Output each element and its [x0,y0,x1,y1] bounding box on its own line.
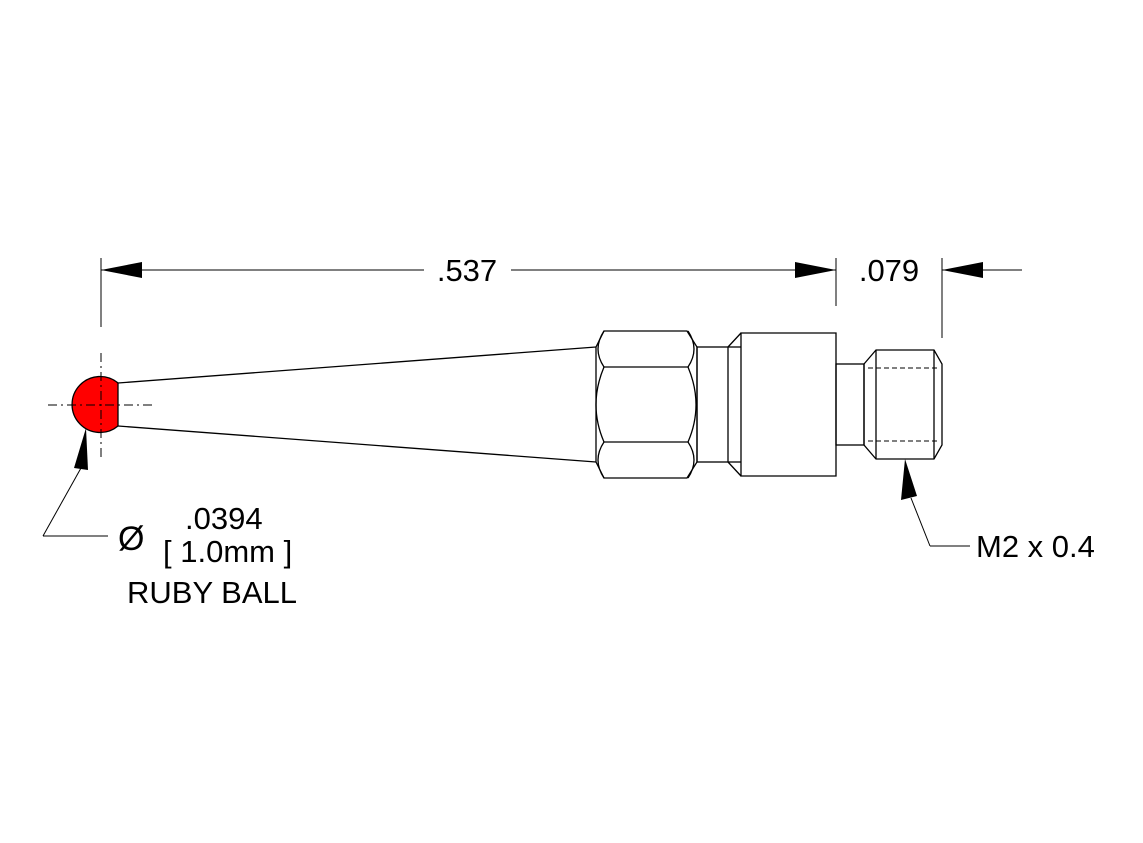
collar [728,332,837,477]
tapered-stem [117,346,597,463]
neck-rect [696,346,729,463]
neck-groove [696,332,742,477]
ball-diameter-inch: .0394 [185,501,263,536]
thread-callout: M2 x 0.4 [901,459,1095,564]
overall-length-dimension: .537 [100,253,837,327]
hex-face-mid-left [595,366,605,443]
hex-face-bottom-left [597,441,605,479]
hex-face-top-right [687,330,695,368]
ball-material-label: RUBY BALL [127,575,297,610]
hex-body [595,330,698,479]
ball-callout: Ø .0394 [ 1.0mm ] RUBY BALL [42,428,297,610]
thread-length-dimension: .079 [859,253,1022,338]
diameter-symbol: Ø [118,520,144,558]
arrowhead-left [101,262,142,278]
hex-face-top-left [597,330,605,368]
hex-face-bottom-right [687,441,695,479]
neck-step-top [727,332,742,348]
thread-outline [863,349,943,460]
ball-leader-arrowhead [74,428,88,470]
hex-face-mid-right [687,366,697,443]
stem-top-edge [117,346,597,384]
shank-relief [835,363,865,446]
thread-spec-label: M2 x 0.4 [976,529,1095,564]
threaded-shank [835,349,943,460]
arrowhead-right [795,262,836,278]
stem-bottom-edge [117,425,597,463]
thread-leader-arrowhead [901,459,917,500]
thread-leader-line [910,497,931,547]
hex-outline [595,330,698,479]
neck-step-bottom [727,461,742,477]
arrowhead-thread [942,262,983,278]
ball-diameter-mm: [ 1.0mm ] [163,534,292,569]
ruby-ball [48,353,153,457]
thread-length-label: .079 [859,253,919,288]
overall-length-label: .537 [437,253,497,288]
ball-leader-line [42,467,82,537]
collar-outline [740,332,837,477]
